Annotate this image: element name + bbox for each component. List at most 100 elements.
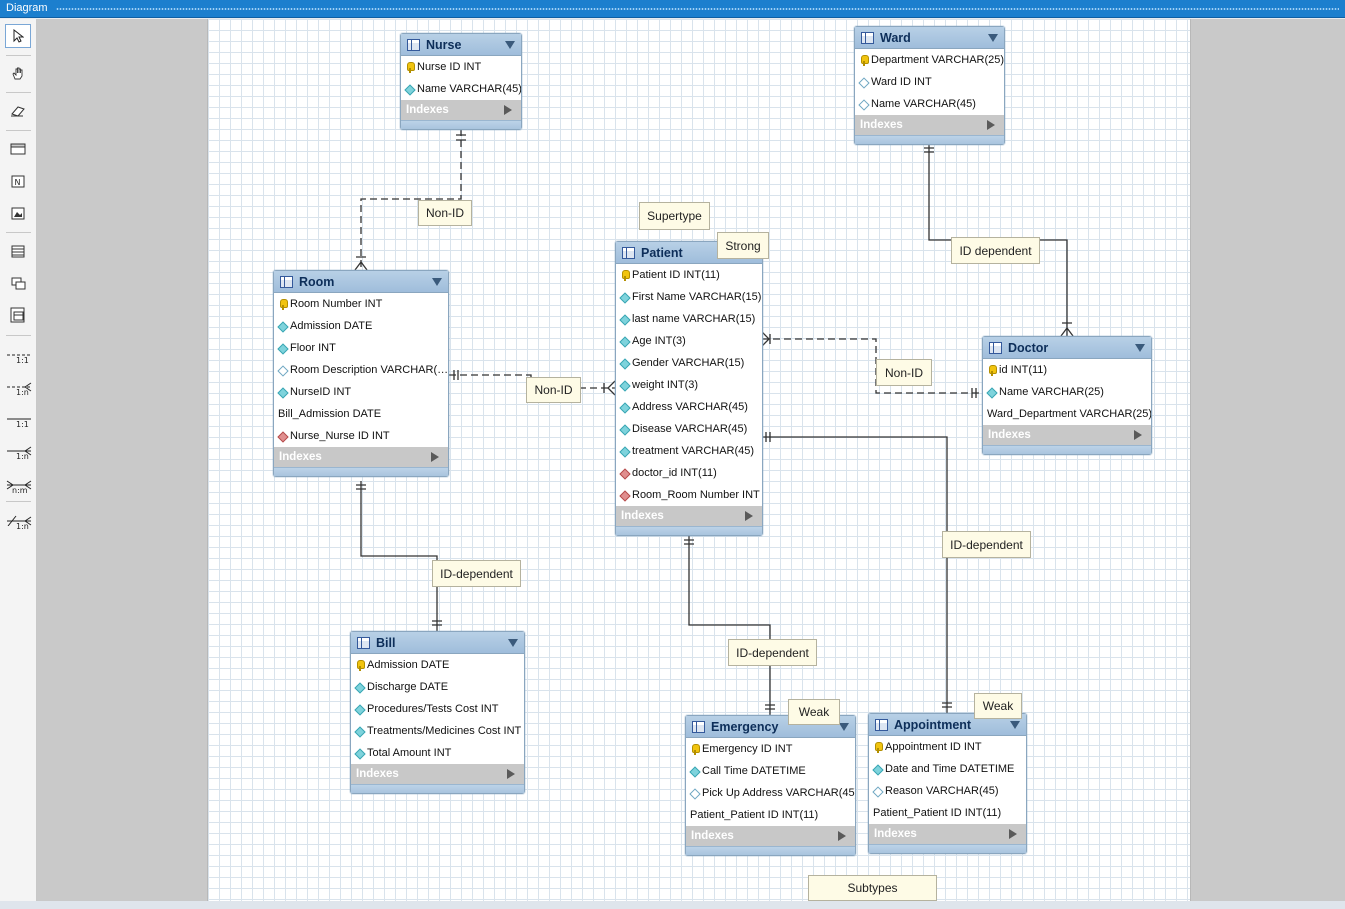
column-row[interactable]: Total Amount INT	[351, 742, 524, 764]
column-row[interactable]: Address VARCHAR(45)	[616, 396, 762, 418]
note-supertype[interactable]: Supertype	[639, 202, 710, 230]
column-row[interactable]: id INT(11)	[983, 359, 1151, 381]
column-row[interactable]: Patient_Patient ID INT(11)	[686, 804, 855, 826]
table-patient[interactable]: Patient Patient ID INT(11) First Name VA…	[615, 241, 763, 536]
indexes-bar[interactable]: Indexes	[274, 447, 448, 467]
indexes-bar[interactable]: Indexes	[351, 764, 524, 784]
image-tool-icon[interactable]	[5, 201, 31, 225]
indexes-bar[interactable]: Indexes	[401, 100, 521, 120]
column-row[interactable]: Patient ID INT(11)	[616, 264, 762, 286]
note-tool-icon[interactable]: N	[5, 169, 31, 193]
relationship-1-1-identifying-tool[interactable]: 1:1	[6, 409, 32, 431]
column-row[interactable]: Discharge DATE	[351, 676, 524, 698]
column-row[interactable]: Age INT(3)	[616, 330, 762, 352]
titlebar-grip[interactable]	[56, 8, 1339, 10]
table-header[interactable]: Doctor	[983, 337, 1151, 359]
collapse-arrow-icon[interactable]	[1135, 344, 1145, 352]
column-row[interactable]: First Name VARCHAR(15)	[616, 286, 762, 308]
note-subtypes[interactable]: Subtypes	[808, 875, 937, 901]
collapse-arrow-icon[interactable]	[505, 41, 515, 49]
indexes-bar[interactable]: Indexes	[983, 425, 1151, 445]
column-row[interactable]: Room Description VARCHAR(…	[274, 359, 448, 381]
table-header[interactable]: Appointment	[869, 714, 1026, 736]
column-row[interactable]: Pick Up Address VARCHAR(45)	[686, 782, 855, 804]
expand-arrow-icon[interactable]	[1009, 829, 1017, 839]
table-emergency[interactable]: Emergency Emergency ID INT Call Time DAT…	[685, 715, 856, 856]
note-non-id-nurse-room[interactable]: Non-ID	[418, 200, 472, 226]
collapse-arrow-icon[interactable]	[1010, 721, 1020, 729]
expand-arrow-icon[interactable]	[838, 831, 846, 841]
relationship-1-n-non-identifying-tool[interactable]: 1:n	[6, 377, 32, 399]
column-row[interactable]: Name VARCHAR(45)	[401, 78, 521, 100]
column-row[interactable]: Room Number INT	[274, 293, 448, 315]
expand-arrow-icon[interactable]	[987, 120, 995, 130]
expand-arrow-icon[interactable]	[431, 452, 439, 462]
column-row[interactable]: Nurse_Nurse ID INT	[274, 425, 448, 447]
column-row[interactable]: Gender VARCHAR(15)	[616, 352, 762, 374]
column-row[interactable]: Admission DATE	[274, 315, 448, 337]
column-row[interactable]: Department VARCHAR(25)	[855, 49, 1004, 71]
note-id-dependent-ward-doctor[interactable]: ID dependent	[951, 237, 1040, 264]
collapse-arrow-icon[interactable]	[432, 278, 442, 286]
collapse-arrow-icon[interactable]	[508, 639, 518, 647]
hand-pan-icon[interactable]	[5, 61, 31, 85]
expand-arrow-icon[interactable]	[745, 511, 753, 521]
note-weak-appointment[interactable]: Weak	[974, 693, 1022, 719]
relationship-1-1-non-identifying-tool[interactable]: 1:1	[6, 345, 32, 367]
table-bill[interactable]: Bill Admission DATE Discharge DATE Proce…	[350, 631, 525, 794]
note-weak-emergency[interactable]: Weak	[788, 699, 840, 725]
column-row[interactable]: weight INT(3)	[616, 374, 762, 396]
relationship-1-n-identifying-tool[interactable]: 1:n	[6, 441, 32, 463]
indexes-bar[interactable]: Indexes	[686, 826, 855, 846]
table-ward[interactable]: Ward Department VARCHAR(25) Ward ID INT …	[854, 26, 1005, 145]
indexes-bar[interactable]: Indexes	[855, 115, 1004, 135]
column-row[interactable]: last name VARCHAR(15)	[616, 308, 762, 330]
relationship-n-m-identifying-tool[interactable]: n:m	[6, 475, 32, 497]
note-id-dependent-room-bill[interactable]: ID-dependent	[432, 560, 521, 587]
table-header[interactable]: Bill	[351, 632, 524, 654]
table-header[interactable]: Room	[274, 271, 448, 293]
table-header[interactable]: Ward	[855, 27, 1004, 49]
column-row[interactable]: Name VARCHAR(25)	[983, 381, 1151, 403]
column-row[interactable]: Reason VARCHAR(45)	[869, 780, 1026, 802]
expand-arrow-icon[interactable]	[507, 769, 515, 779]
column-row[interactable]: doctor_id INT(11)	[616, 462, 762, 484]
table-appointment[interactable]: Appointment Appointment ID INT Date and …	[868, 713, 1027, 854]
view-tool-icon[interactable]	[5, 271, 31, 295]
column-row[interactable]: Bill_Admission DATE	[274, 403, 448, 425]
column-row[interactable]: Treatments/Medicines Cost INT	[351, 720, 524, 742]
column-row[interactable]: Emergency ID INT	[686, 738, 855, 760]
table-nurse[interactable]: Nurse Nurse ID INT Name VARCHAR(45) Inde…	[400, 33, 522, 130]
column-row[interactable]: NurseID INT	[274, 381, 448, 403]
expand-arrow-icon[interactable]	[504, 105, 512, 115]
column-row[interactable]: Disease VARCHAR(45)	[616, 418, 762, 440]
column-row[interactable]: Ward ID INT	[855, 71, 1004, 93]
column-row[interactable]: Room_Room Number INT	[616, 484, 762, 506]
column-row[interactable]: Patient_Patient ID INT(11)	[869, 802, 1026, 824]
expand-arrow-icon[interactable]	[1134, 430, 1142, 440]
note-non-id-patient-doctor[interactable]: Non-ID	[876, 359, 932, 386]
column-row[interactable]: Call Time DATETIME	[686, 760, 855, 782]
note-id-dependent-patient-appointment[interactable]: ID-dependent	[942, 531, 1031, 558]
table-header[interactable]: Nurse	[401, 34, 521, 56]
column-row[interactable]: treatment VARCHAR(45)	[616, 440, 762, 462]
table-room[interactable]: Room Room Number INT Admission DATE Floo…	[273, 270, 449, 477]
column-row[interactable]: Date and Time DATETIME	[869, 758, 1026, 780]
routine-group-tool-icon[interactable]	[5, 303, 31, 327]
layer-tool-icon[interactable]	[5, 137, 31, 161]
column-row[interactable]: Floor INT	[274, 337, 448, 359]
eraser-icon[interactable]	[5, 99, 31, 123]
table-doctor[interactable]: Doctor id INT(11) Name VARCHAR(25) Ward_…	[982, 336, 1152, 455]
indexes-bar[interactable]: Indexes	[616, 506, 762, 526]
column-row[interactable]: Nurse ID INT	[401, 56, 521, 78]
select-pointer-icon[interactable]	[5, 24, 31, 48]
column-row[interactable]: Ward_Department VARCHAR(25)	[983, 403, 1151, 425]
indexes-bar[interactable]: Indexes	[869, 824, 1026, 844]
column-row[interactable]: Appointment ID INT	[869, 736, 1026, 758]
collapse-arrow-icon[interactable]	[839, 723, 849, 731]
note-id-dependent-patient-emergency[interactable]: ID-dependent	[728, 639, 817, 666]
table-tool-icon[interactable]	[5, 239, 31, 263]
note-non-id-room-patient[interactable]: Non-ID	[526, 377, 581, 403]
column-row[interactable]: Procedures/Tests Cost INT	[351, 698, 524, 720]
column-row[interactable]: Name VARCHAR(45)	[855, 93, 1004, 115]
